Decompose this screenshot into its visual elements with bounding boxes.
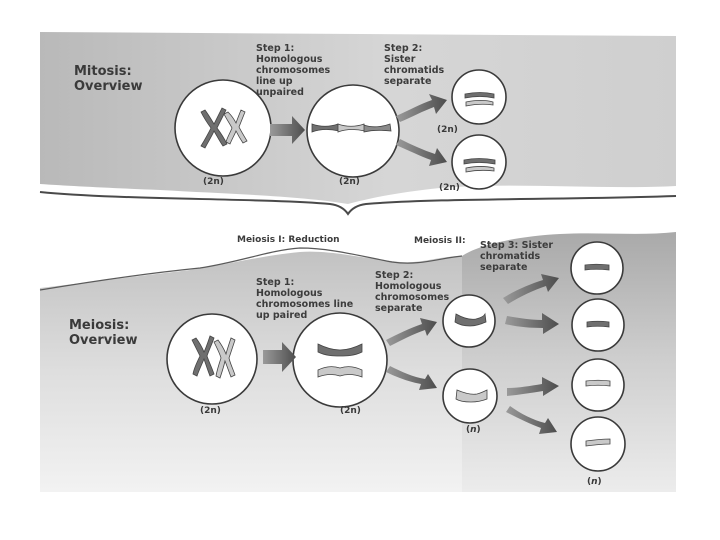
- meiosis-daughter-top: [443, 295, 495, 347]
- meiosis-daughter-ploidy: (n): [466, 425, 481, 435]
- gamete-cell-2: [572, 299, 624, 351]
- chromatid-icon: [587, 321, 609, 327]
- mitosis-step1-label: Step 1: Homologous chromosomes line up u…: [256, 43, 330, 98]
- meiosis-metaphase-ploidy: (2n): [340, 406, 361, 416]
- meiosis-parent-cell: [167, 314, 257, 404]
- chromatid-icon: [585, 264, 609, 270]
- chromatid-icon: [586, 380, 610, 386]
- meiosis-daughter-bottom: [443, 369, 497, 423]
- mitosis-daughter-bottom: [452, 135, 506, 189]
- gamete-ploidy: (n): [587, 477, 602, 487]
- meiosis-ii-header: Meiosis II:: [414, 236, 466, 247]
- meiosis-metaphase-cell: [293, 313, 387, 407]
- meiosis-parent-ploidy: (2n): [200, 406, 221, 416]
- meiosis-step3-label: Step 3: Sister chromatids separate: [480, 240, 553, 273]
- mitosis-metaphase-ploidy: (2n): [339, 177, 360, 187]
- mitosis-title: Mitosis: Overview: [74, 64, 143, 94]
- mitosis-daughter-bottom-ploidy: (2n): [439, 183, 460, 193]
- mitosis-step2-label: Step 2: Sister chromatids separate: [384, 43, 444, 87]
- meiosis-i-header: Meiosis I: Reduction: [237, 235, 340, 246]
- mitosis-daughter-top: [452, 70, 506, 124]
- meiosis-title: Meiosis: Overview: [69, 318, 138, 348]
- gamete-cell-1: [571, 242, 623, 294]
- gamete-cell-4: [571, 417, 625, 471]
- meiosis-step2-label: Step 2: Homologous chromosomes separate: [375, 270, 449, 314]
- mitosis-metaphase-cell: [307, 85, 399, 177]
- mitosis-daughter-top-ploidy: (2n): [437, 125, 458, 135]
- mitosis-parent-ploidy: (2n): [203, 177, 224, 187]
- gamete-cell-3: [572, 359, 624, 411]
- meiosis-step1-label: Step 1: Homologous chromosomes line up p…: [256, 277, 353, 321]
